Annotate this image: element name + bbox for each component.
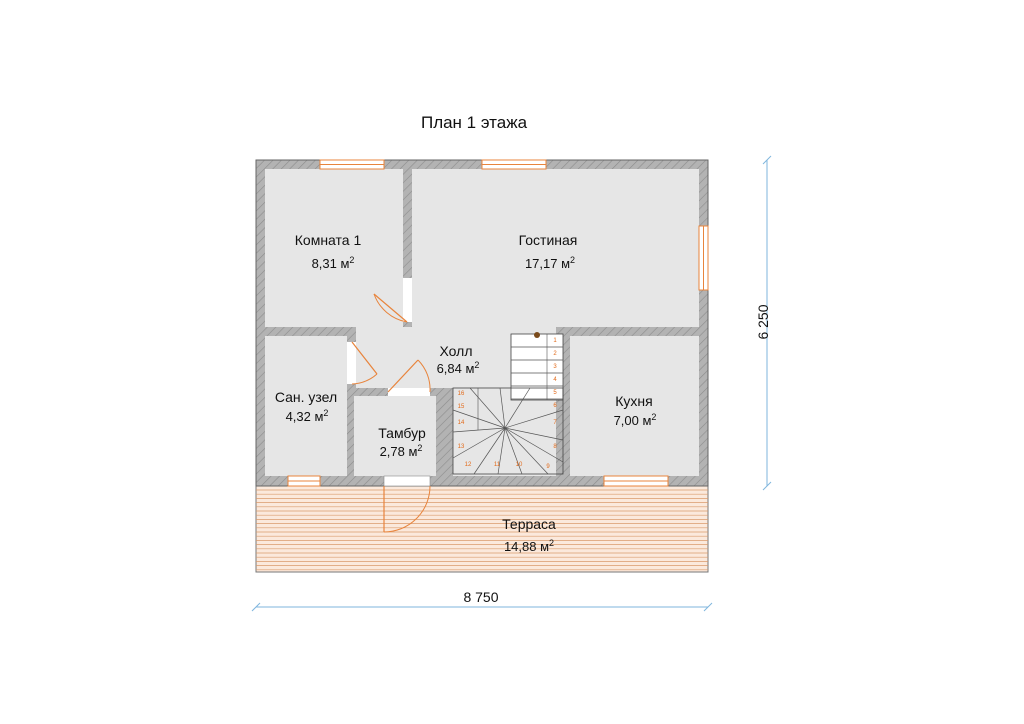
dimension-height: 6 250 (755, 155, 772, 491)
stair-treads (511, 334, 563, 400)
stair-winder-line (504, 427, 549, 475)
stair-step-number: 4 (553, 377, 557, 383)
dimension-width-label: 8 750 (463, 589, 498, 605)
stair-step-number: 16 (458, 391, 465, 397)
kitchen-floor (570, 336, 699, 476)
stair-winder-line (469, 387, 506, 429)
stair-step-number: 12 (465, 462, 472, 468)
stair-step-number: 7 (553, 420, 557, 426)
stair-step-number: 2 (553, 351, 557, 357)
stair-winder-line (504, 427, 564, 463)
dimension-height-label: 6 250 (755, 304, 771, 339)
plan-title: План 1 этажа (421, 113, 528, 132)
hall-name: Холл (440, 343, 473, 359)
stair-winder-line (504, 427, 523, 475)
terrace-name: Терраса (502, 516, 556, 532)
terrace (255, 485, 709, 573)
kitchen-name: Кухня (615, 393, 652, 409)
window-kitchen (603, 475, 669, 487)
stair-winder-line (452, 427, 506, 433)
window-right (698, 225, 709, 291)
bath-floor (265, 336, 347, 476)
stair-winder-line (452, 427, 506, 459)
doors (347, 278, 431, 533)
vestibule-floor (354, 396, 436, 476)
hall-area: 6,84 м2 (437, 360, 480, 376)
windows (287, 159, 709, 487)
stair-step-number: 15 (458, 404, 465, 410)
stair-winder-line (499, 387, 506, 429)
stair-step-number: 1 (553, 338, 557, 344)
window-top-right (481, 159, 547, 170)
terrace-area: 14,88 м2 (504, 538, 554, 554)
stair-step-number: 13 (458, 444, 465, 450)
living-name: Гостиная (519, 232, 578, 248)
stair-winder-line (452, 409, 506, 429)
stair-step-number: 10 (516, 462, 523, 468)
stair-step-number: 14 (458, 420, 465, 426)
stair-step-number: 3 (553, 364, 557, 370)
door-room1 (373, 278, 412, 323)
room-floors (265, 169, 699, 476)
door-vestibule-hall (387, 359, 431, 396)
stair-winder-line (504, 387, 531, 429)
stair-post (534, 332, 540, 338)
stair-winders (452, 387, 564, 475)
stair-step-number: 8 (553, 444, 557, 450)
stair-winder-line (504, 409, 564, 429)
stair-step-number: 9 (546, 464, 550, 470)
terrace-boards (256, 489, 708, 571)
living-area: 17,17 м2 (525, 255, 575, 271)
stair-step-number: 5 (553, 390, 557, 396)
vestibule-name: Тамбур (378, 425, 426, 441)
room1-area: 8,31 м2 (312, 255, 355, 271)
room1-floor (265, 169, 403, 327)
room-labels: Комната 1 8,31 м2 Гостиная 17,17 м2 Холл… (275, 232, 657, 554)
dimension-width: 8 750 (251, 589, 713, 612)
kitchen-area: 7,00 м2 (614, 412, 657, 428)
stair-winder-line (504, 427, 564, 441)
bath-area: 4,32 м2 (286, 408, 329, 424)
living-floor (412, 169, 699, 327)
hall-floor-strip (356, 384, 556, 388)
window-top-left (319, 159, 385, 170)
vestibule-area: 2,78 м2 (380, 443, 423, 459)
door-entrance (383, 475, 431, 533)
room1-name: Комната 1 (295, 232, 362, 248)
stair-winder-line (473, 427, 506, 475)
window-bath (287, 475, 321, 487)
stair-winder-line (497, 427, 506, 475)
bath-name: Сан. узел (275, 389, 337, 405)
door-bath (347, 341, 378, 385)
stair-step-number: 11 (494, 462, 501, 468)
stair-step-number: 6 (553, 403, 557, 409)
